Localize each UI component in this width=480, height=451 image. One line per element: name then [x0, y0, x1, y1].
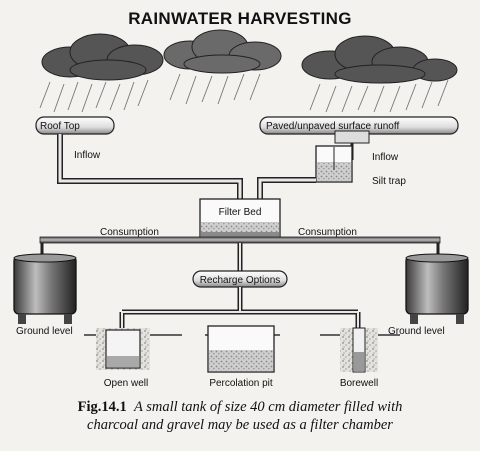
cloud-left-icon — [41, 33, 164, 81]
storage-tank-left-icon — [13, 253, 77, 324]
ground-level-right-label: Ground level — [388, 326, 445, 337]
borewell — [340, 327, 378, 373]
figure-caption: Fig.14.1 A small tank of size 40 cm diam… — [0, 398, 480, 434]
filter-bed-label: Filter Bed — [219, 207, 262, 218]
percolation-pit-label: Percolation pit — [209, 378, 273, 389]
recharge-options-label: Recharge Options — [200, 275, 281, 286]
diagram-title: RAINWATER HARVESTING — [128, 9, 352, 28]
surface-runoff-label: Paved/unpaved surface runoff — [266, 121, 399, 132]
cloud-middle-icon — [163, 29, 282, 74]
cloud-right-icon — [301, 35, 458, 84]
borewell-label: Borewell — [340, 378, 378, 389]
storage-tank-right-icon — [405, 253, 469, 324]
caption-line-1: A small tank of size 40 cm diameter fill… — [134, 399, 403, 415]
consumption-left-label: Consumption — [100, 227, 159, 238]
rainwater-harvesting-diagram: RAINWATER HARVESTING — [13, 9, 469, 389]
percolation-pit — [207, 325, 275, 373]
ground-level-left-label: Ground level — [16, 326, 73, 337]
open-well — [96, 328, 150, 370]
consumption-right-label: Consumption — [298, 227, 357, 238]
inflow-left-label: Inflow — [74, 150, 101, 161]
silt-trap-label: Silt trap — [372, 176, 406, 187]
open-well-label: Open well — [104, 378, 148, 389]
roof-inflow-pipe — [57, 134, 243, 201]
rain-icon — [39, 73, 449, 113]
inflow-right-label: Inflow — [372, 152, 399, 163]
roof-top-label: Roof Top — [40, 121, 80, 132]
figure-number: Fig.14.1 — [77, 399, 127, 415]
filter-bed: Filter Bed — [199, 198, 281, 243]
roof-top-box: Roof Top — [35, 116, 115, 135]
caption-line-2: charcoal and gravel may be used as a fil… — [87, 417, 393, 433]
recharge-options-box: Recharge Options — [192, 270, 288, 288]
runoff-inflow-pipe — [257, 177, 316, 201]
silt-trap — [315, 145, 353, 183]
